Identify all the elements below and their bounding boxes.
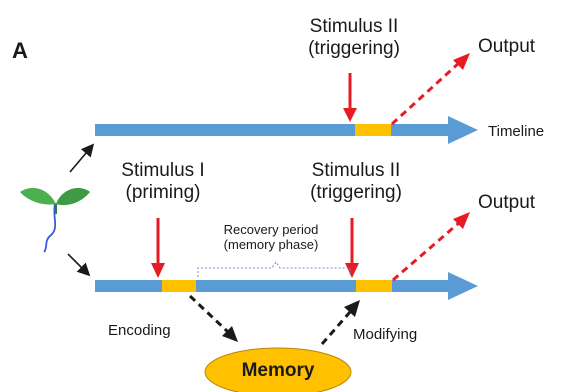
bottom-output-label: Output	[478, 192, 536, 213]
top-output-arrow	[390, 53, 470, 126]
modifying-label: Modifying	[353, 326, 418, 343]
recovery-label: Recovery period (memory phase)	[196, 222, 346, 253]
bottom-output-arrow	[392, 212, 470, 282]
top-stimulus-label: Stimulus II (triggering)	[296, 16, 412, 60]
recovery-line1: Recovery period	[223, 222, 319, 237]
top-stimulus-block	[355, 124, 391, 136]
encoding-label: Encoding	[108, 322, 171, 339]
stimulus2-label: Stimulus II (triggering)	[298, 160, 414, 204]
top-stimulus-line1: Stimulus II	[309, 16, 399, 37]
top-stimulus-line2: (triggering)	[308, 37, 400, 59]
encoding-arrow	[188, 294, 238, 342]
top-timeline-arrow	[95, 116, 478, 144]
triggering-block	[356, 280, 392, 292]
plant-to-bottom-arrow	[67, 253, 91, 277]
stimulus2-line1: Stimulus II	[311, 160, 401, 181]
memory-ellipse	[204, 347, 352, 392]
recovery-line2: (memory phase)	[223, 236, 319, 252]
modifying-arrow	[320, 300, 360, 345]
seedling-icon	[20, 188, 90, 253]
memory-label: Memory	[241, 360, 315, 381]
stimulus1-line2: (priming)	[125, 181, 201, 203]
plant-to-top-arrow	[69, 143, 95, 173]
timeline-label: Timeline	[488, 123, 545, 140]
recovery-bracket	[197, 261, 351, 277]
priming-arrow	[151, 218, 165, 278]
stimulus1-line1: Stimulus I	[121, 160, 205, 181]
bottom-timeline-arrow	[95, 272, 478, 300]
stimulus2-line2: (triggering)	[310, 181, 402, 203]
panel-label: A	[12, 38, 28, 63]
stimulus1-label: Stimulus I (priming)	[108, 160, 218, 204]
top-output-label: Output	[478, 36, 536, 57]
triggering-arrow	[345, 218, 359, 278]
priming-block	[162, 280, 196, 292]
top-stimulus-arrow	[343, 73, 357, 122]
